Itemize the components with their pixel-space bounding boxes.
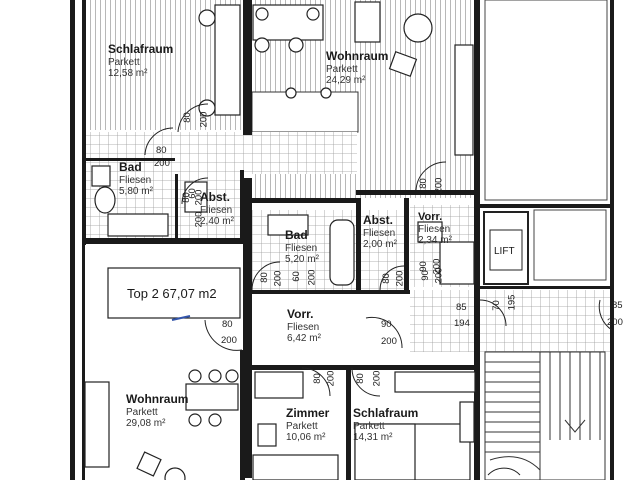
room-floor: Parkett: [126, 406, 158, 418]
room-abst-upper: Abst. Fliesen 2,40 m²: [200, 190, 234, 228]
right-light-box: [484, 0, 608, 201]
door-dim-width: 90: [419, 270, 431, 281]
door-dim-width: 80: [258, 272, 270, 283]
room-area: 2,00 m²: [363, 239, 397, 251]
walls: [70, 0, 614, 480]
room-name: Vorr.: [418, 211, 443, 223]
door-dim-width: 80: [156, 145, 167, 156]
room-floor: Parkett: [108, 56, 140, 68]
door-dim-height: 200: [325, 370, 337, 387]
door-dim-height: 200: [607, 317, 623, 328]
door-dim-height: 200: [198, 111, 210, 128]
room-area: 5,80 m²: [119, 186, 153, 198]
room-name: Bad: [119, 160, 142, 174]
door-dim-height: 200: [221, 335, 237, 346]
room-area: 2,34 m²: [418, 235, 452, 247]
room-name: Vorr.: [287, 307, 314, 321]
room-name: Schlafraum: [353, 406, 419, 420]
room-area: 6,42 m²: [287, 333, 321, 345]
door-dim-height: 200: [431, 258, 443, 275]
door-swings: [144, 103, 613, 476]
room-floor: Fliesen: [285, 242, 318, 254]
room-area: 10,06 m²: [286, 432, 326, 444]
room-floor: Fliesen: [287, 321, 320, 333]
door-dim-height: 200: [154, 158, 170, 169]
room-area: 14,31 m²: [353, 432, 393, 444]
door-dim-width: 80: [222, 319, 233, 330]
room-name: Abst.: [200, 190, 230, 204]
room-bad-upper: Bad Fliesen 5,80 m²: [119, 160, 153, 198]
door-dim-width: 60: [290, 271, 302, 282]
room-name: Schlafraum: [108, 42, 174, 56]
door-dim-height: 200: [433, 177, 445, 194]
door-dim-width: 80: [380, 273, 392, 284]
door-dim-width: 80: [417, 178, 429, 189]
lift-label: LIFT: [494, 246, 515, 257]
room-floor: Fliesen: [418, 223, 451, 235]
door-dim-height: 194: [454, 318, 470, 329]
room-name: Zimmer: [286, 406, 330, 420]
room-abst-lower: Abst. Fliesen 2,00 m²: [363, 213, 397, 251]
furniture-lower: [84, 267, 476, 480]
door-dim-height: 200: [193, 211, 205, 228]
room-vorr-upper: Vorr. Fliesen 2,34 m²: [418, 211, 452, 247]
door-dim-height: 200: [371, 370, 383, 387]
room-area: 2,40 m²: [200, 216, 234, 228]
room-schlafraum-upper: Schlafraum Parkett 12,58 m²: [108, 42, 174, 80]
room-floor: Fliesen: [119, 174, 152, 186]
staircase: [484, 351, 606, 480]
room-name: Wohnraum: [326, 49, 389, 63]
lift-shaft: [483, 211, 529, 285]
door-dim-height: 195: [506, 294, 518, 311]
door-dim-width: 70: [490, 300, 502, 311]
room-name: Bad: [285, 228, 308, 242]
door-dim-height: 200: [381, 336, 397, 347]
lift-cabin: [489, 229, 523, 271]
room-bad-lower: Bad Fliesen 5,20 m²: [285, 228, 319, 266]
right-box-2: [533, 209, 607, 281]
unit-label: Top 2 67,07 m2: [127, 286, 217, 301]
tile-corridor-upper: [85, 132, 357, 174]
stair-landing-tiles: [410, 290, 610, 352]
room-floor: Parkett: [326, 63, 358, 75]
room-name: Abst.: [363, 213, 393, 227]
room-floor: Fliesen: [363, 227, 396, 239]
room-name: Wohnraum: [126, 392, 189, 406]
room-area: 24,29 m²: [326, 75, 366, 87]
door-dim-width: 80: [311, 373, 323, 384]
door-dim-width: 85: [612, 300, 623, 311]
door-dim-height: 200: [394, 270, 406, 287]
room-floor: Fliesen: [200, 204, 233, 216]
room-area: 12,58 m²: [108, 68, 148, 80]
door-dim-width: 80: [354, 373, 366, 384]
door-dim-height: 200: [272, 270, 284, 287]
abst-lower-floor: [360, 210, 404, 292]
door-dim-width: 90: [417, 261, 429, 272]
room-zimmer: Zimmer Parkett 10,06 m²: [286, 406, 330, 444]
door-dim-width: 85: [456, 302, 467, 313]
room-floor: Parkett: [286, 420, 318, 432]
room-schlafraum-lower: Schlafraum Parkett 14,31 m²: [353, 406, 419, 444]
pen-mark: [171, 315, 191, 321]
room-wohnraum-lower: Wohnraum Parkett 29,08 m²: [126, 392, 189, 430]
door-dim-height: 200: [306, 269, 318, 286]
door-dim-width: 90: [381, 319, 392, 330]
room-wohnraum-upper: Wohnraum Parkett 24,29 m²: [326, 49, 389, 87]
furniture-upper: [91, 1, 475, 286]
door-dim-width: 80: [180, 192, 192, 203]
door-dim-width: 80: [181, 112, 193, 123]
room-vorr-lower: Vorr. Fliesen 6,42 m²: [287, 307, 321, 345]
room-floor: Parkett: [353, 420, 385, 432]
room-area: 5,20 m²: [285, 254, 319, 266]
room-area: 29,08 m²: [126, 418, 166, 430]
door-dim-height: 200: [193, 189, 205, 206]
kitchen-counter: [251, 91, 359, 133]
